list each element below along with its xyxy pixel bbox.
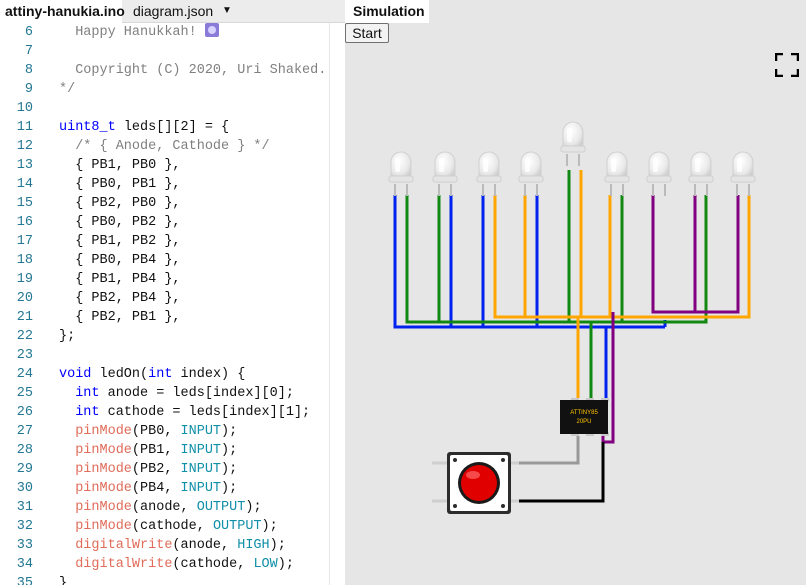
led[interactable] <box>646 151 672 196</box>
start-button[interactable]: Start <box>345 23 389 43</box>
code-line[interactable]: { PB2, PB4 }, <box>59 291 181 306</box>
gray-wire[interactable] <box>519 436 580 465</box>
code-line[interactable]: pinMode(cathode, OUTPUT); <box>75 519 278 534</box>
tab-simulation[interactable]: Simulation <box>345 0 429 23</box>
line-number: 34 <box>16 557 33 572</box>
code-line[interactable]: { PB2, PB1 }, <box>59 310 181 325</box>
code-line[interactable]: { PB1, PB0 }, <box>59 158 181 173</box>
code-line[interactable]: int anode = leds[index][0]; <box>75 386 294 401</box>
line-number: 12 <box>16 139 33 154</box>
code-line[interactable]: digitalWrite(anode, HIGH); <box>75 538 286 553</box>
code-line[interactable]: { PB1, PB2 }, <box>59 234 181 249</box>
code-line[interactable]: Happy Hanukkah! <box>59 23 219 42</box>
emoji-icon <box>204 23 219 37</box>
led[interactable] <box>688 151 714 196</box>
code-line[interactable]: int cathode = leds[index][1]; <box>75 405 311 420</box>
line-number: 7 <box>24 44 33 59</box>
line-number: 14 <box>16 177 33 192</box>
code-line[interactable]: pinMode(PB4, INPUT); <box>75 481 238 496</box>
file-tab-bar: attiny-hanukia.ino diagram.json ▼ <box>0 0 345 23</box>
code-line[interactable]: { PB1, PB4 }, <box>59 272 181 287</box>
led[interactable] <box>388 151 414 196</box>
line-number: 16 <box>16 215 33 230</box>
line-number: 21 <box>16 310 33 325</box>
code-line[interactable]: digitalWrite(cathode, LOW); <box>75 557 294 572</box>
tab-diagram-json[interactable]: diagram.json <box>133 3 214 19</box>
wires <box>393 170 751 503</box>
blue-wire[interactable] <box>393 195 665 329</box>
led[interactable] <box>518 151 544 196</box>
led[interactable] <box>560 121 586 166</box>
push-button[interactable] <box>432 452 519 514</box>
code-line[interactable]: { PB0, PB1 }, <box>59 177 181 192</box>
line-number: 30 <box>16 481 33 496</box>
code-line[interactable]: */ <box>59 82 76 97</box>
green-wire[interactable] <box>405 195 708 324</box>
line-number: 11 <box>16 120 33 135</box>
purple-wire[interactable] <box>601 312 615 444</box>
led[interactable] <box>432 151 458 196</box>
line-number: 9 <box>24 82 33 97</box>
line-number: 28 <box>16 443 33 458</box>
code-editor[interactable]: 6 7 8 9 10 11 12 13 14 15 16 17 18 19 20 21 22 23 24 25 26 27… <box>0 23 345 585</box>
code-line[interactable]: { PB0, PB4 }, <box>59 253 181 268</box>
led[interactable] <box>730 151 756 196</box>
code-line[interactable]: pinMode(PB0, INPUT); <box>75 424 238 439</box>
code-line[interactable]: pinMode(PB1, INPUT); <box>75 443 238 458</box>
line-number: 19 <box>16 272 33 287</box>
line-number: 29 <box>16 462 33 477</box>
chip-sublabel: 20PU <box>576 419 591 425</box>
line-number: 17 <box>16 234 33 249</box>
code-line[interactable]: pinMode(anode, OUTPUT); <box>75 500 262 515</box>
code-line[interactable]: { PB0, PB2 }, <box>59 215 181 230</box>
code-line[interactable]: Copyright (C) 2020, Uri Shaked. <box>59 63 327 78</box>
line-number: 18 <box>16 253 33 268</box>
line-number: 27 <box>16 424 33 439</box>
line-number: 6 <box>24 25 33 40</box>
simulation-panel: Simulation <box>345 0 806 585</box>
line-number: 31 <box>16 500 33 515</box>
tab-attiny-hanukia-ino[interactable]: attiny-hanukia.ino <box>0 0 125 23</box>
code-line[interactable]: /* { Anode, Cathode } */ <box>59 139 270 154</box>
line-number-gutter: 6 7 8 9 10 11 12 13 14 15 16 17 18 19 20 21 22 23 24 25 26 27… <box>0 23 44 585</box>
line-number: 25 <box>16 386 33 401</box>
line-number: 23 <box>16 348 33 363</box>
black-wire[interactable] <box>519 442 605 503</box>
orange-wire[interactable] <box>493 195 751 319</box>
code-line[interactable]: uint8_t leds[][2] = { <box>59 120 230 135</box>
line-number: 20 <box>16 291 33 306</box>
line-number: 22 <box>16 329 33 344</box>
code-line[interactable]: { PB2, PB0 }, <box>59 196 181 211</box>
chip-label: ATTINY85 <box>570 410 598 416</box>
line-number: 26 <box>16 405 33 420</box>
line-number: 32 <box>16 519 33 534</box>
circuit-diagram: ATTINY85 20PU <box>388 121 756 514</box>
line-number: 8 <box>24 63 33 78</box>
line-number: 15 <box>16 196 33 211</box>
led[interactable] <box>604 151 630 196</box>
code-line[interactable]: } <box>59 576 68 585</box>
code-line[interactable]: }; <box>59 329 76 344</box>
led-row <box>388 121 756 196</box>
caret-down-icon[interactable]: ▼ <box>222 5 232 16</box>
editor-scrollbar[interactable] <box>329 23 345 585</box>
line-number: 35 <box>16 576 33 585</box>
line-number: 10 <box>16 101 33 116</box>
line-number: 13 <box>16 158 33 173</box>
fullscreen-icon[interactable] <box>775 53 799 77</box>
attiny85-chip[interactable]: ATTINY85 20PU <box>560 398 609 436</box>
line-number: 24 <box>16 367 33 382</box>
code-line[interactable]: pinMode(PB2, INPUT); <box>75 462 238 477</box>
button-cap[interactable] <box>461 465 497 501</box>
code-area[interactable]: Happy Hanukkah! Copyright (C) 2020, Uri … <box>44 23 329 585</box>
simulation-header: Simulation <box>345 0 806 23</box>
line-number: 33 <box>16 538 33 553</box>
code-line[interactable]: void ledOn(int index) { <box>59 367 246 382</box>
led[interactable] <box>476 151 502 196</box>
